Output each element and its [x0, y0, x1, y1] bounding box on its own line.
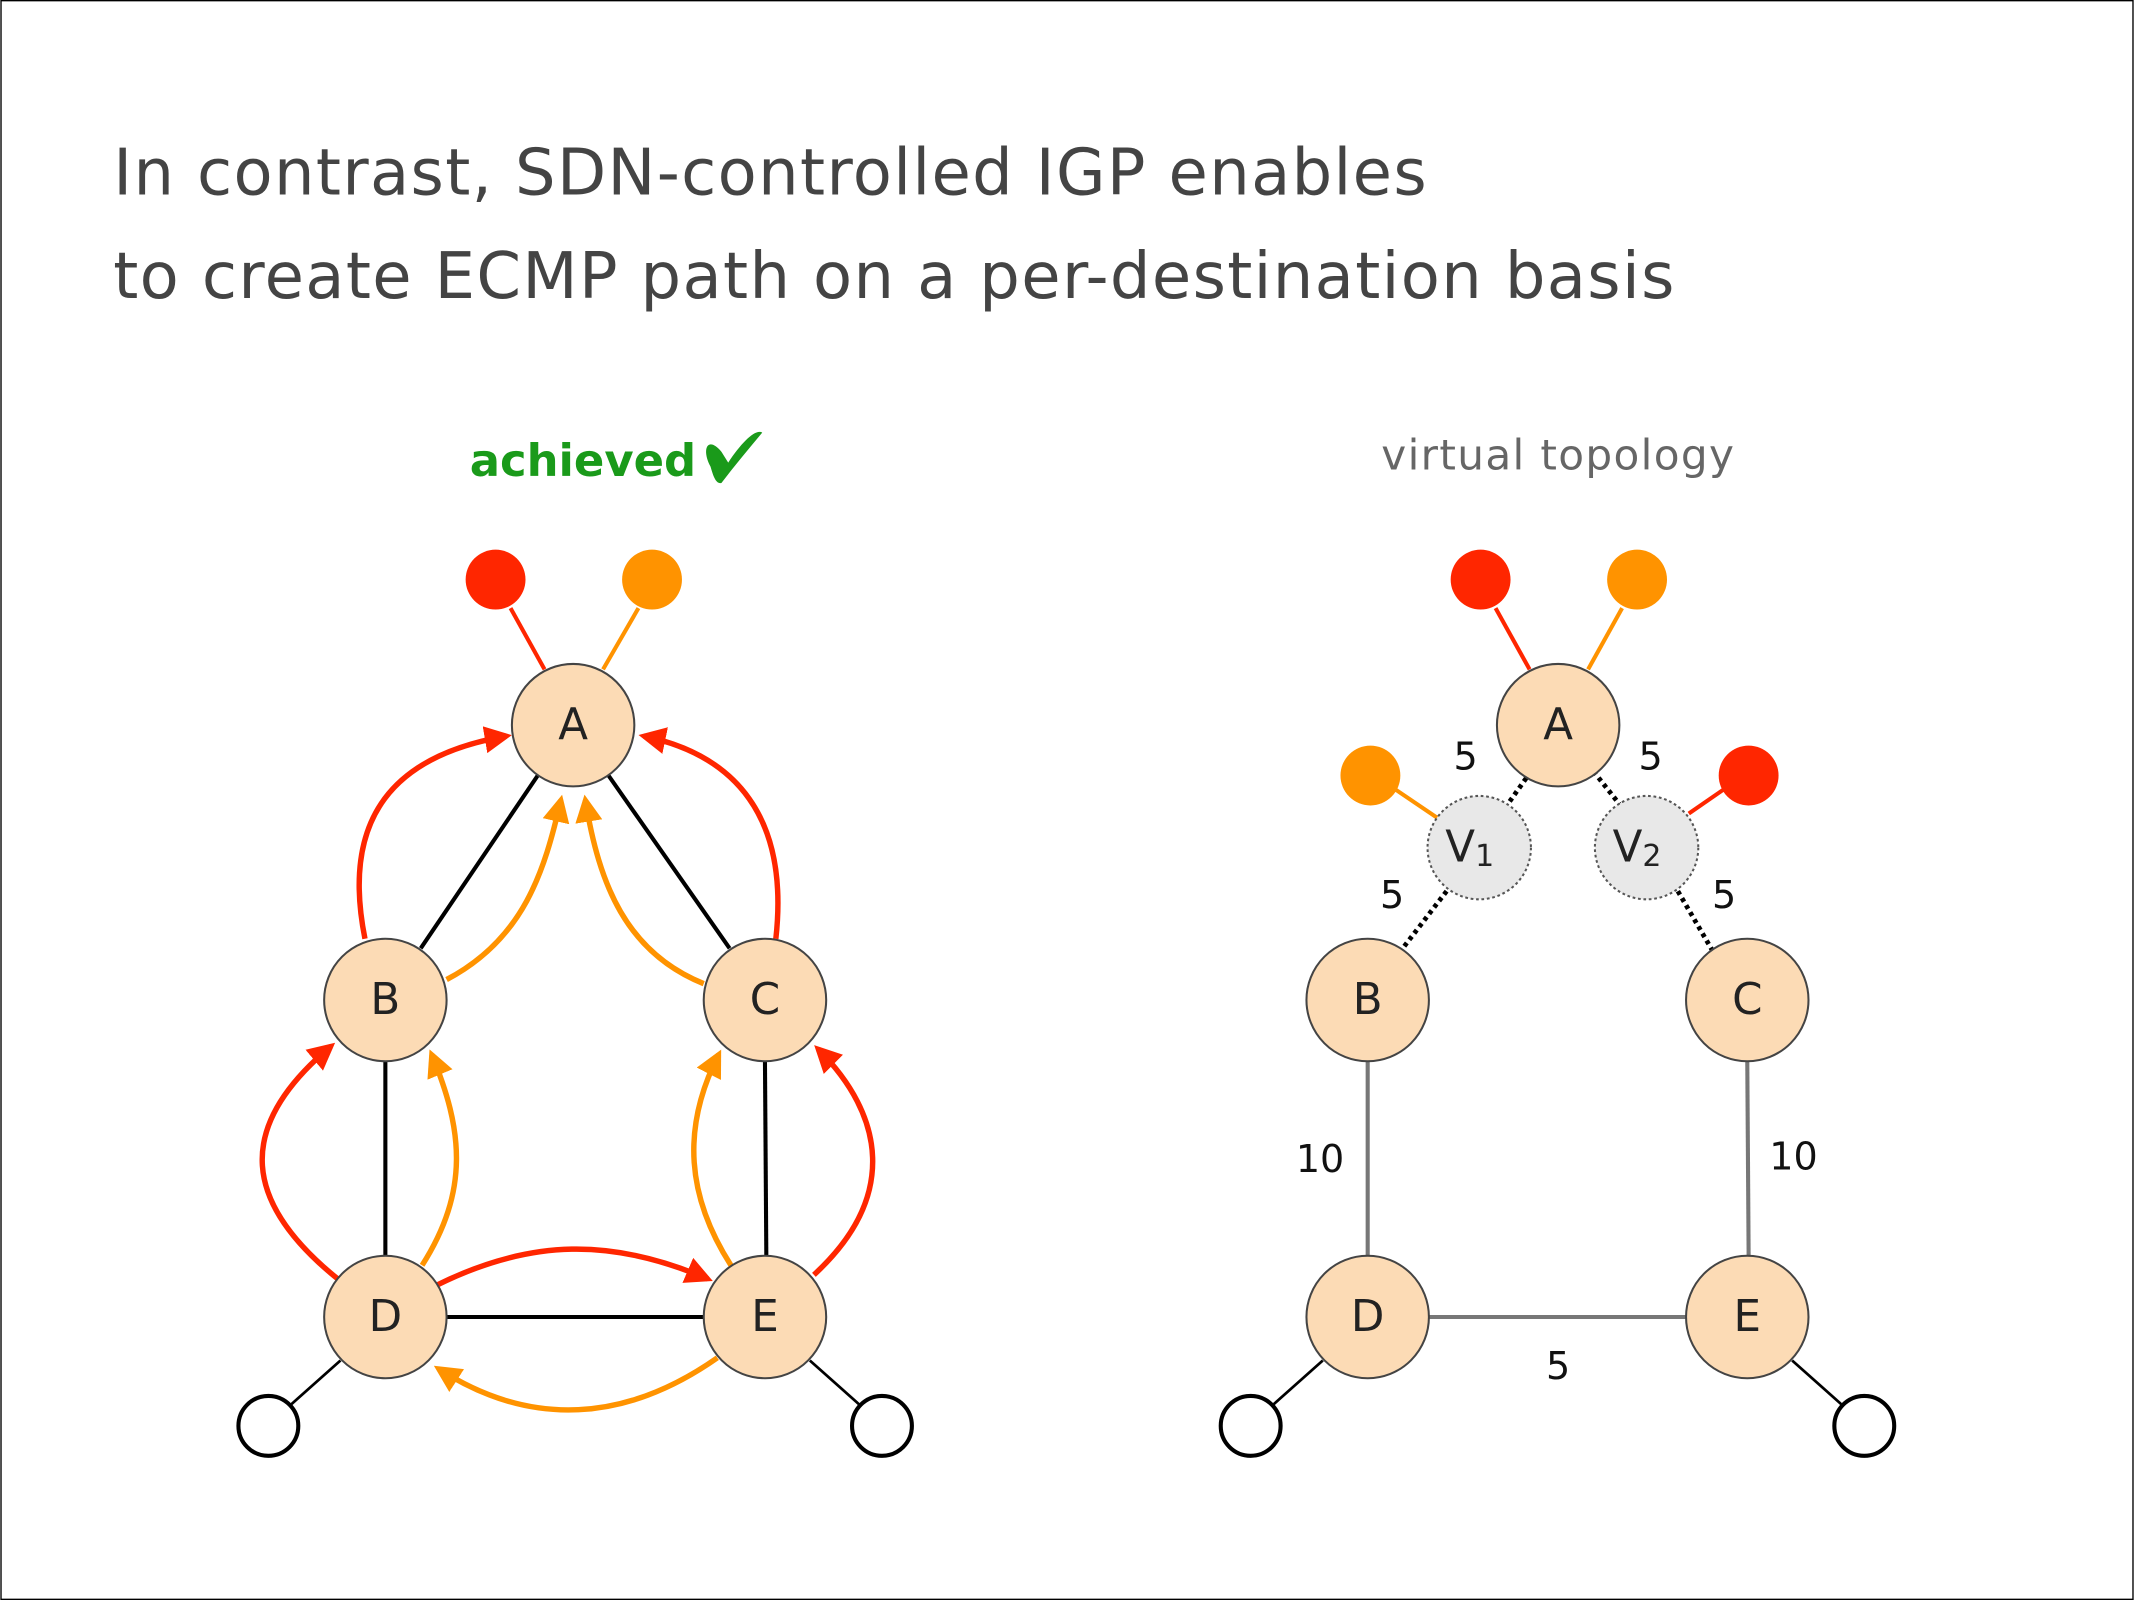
node-a: A [1495, 662, 1621, 788]
arrow-orange-c-a [575, 794, 705, 987]
weight-a-v1: 5 [1454, 734, 1478, 778]
arrow-red-d-b [259, 1042, 340, 1282]
node-d: D [1305, 1254, 1430, 1380]
host-left [236, 1393, 301, 1458]
virtual-topology-label: virtual topology [1381, 430, 1735, 479]
node-b: B [1305, 937, 1430, 1063]
virtual-node-v2: V2 [1593, 794, 1700, 901]
node-a: A [510, 662, 636, 788]
host-link [808, 1359, 860, 1406]
node-label: D [1351, 1292, 1385, 1342]
node-label: V2 [1613, 823, 1662, 874]
arrow-red-c-a [638, 727, 781, 940]
title-line-2: to create ECMP path on a per-destination… [113, 240, 1676, 314]
node-label: D [369, 1292, 403, 1342]
node-label: B [370, 975, 400, 1025]
physical-links [383, 774, 769, 1320]
node-c: C [1685, 937, 1810, 1063]
title-line-1: In contrast, SDN-controlled IGP enables [113, 137, 1428, 211]
weight-a-v2: 5 [1639, 734, 1663, 778]
orange-destination [1607, 549, 1667, 610]
arrow-red-b-a [356, 726, 512, 940]
node-e: E [702, 1254, 828, 1380]
node-label: A [558, 700, 588, 750]
orange-destination-virtual [1340, 745, 1401, 806]
weight-v1-b: 5 [1380, 873, 1404, 917]
host-left [1218, 1393, 1283, 1458]
node-label: C [750, 975, 780, 1025]
host-link [1272, 1359, 1324, 1406]
forwarding-arrows [259, 726, 876, 1413]
host-link [1791, 1359, 1843, 1406]
arrow-orange-b-a [445, 794, 570, 982]
weight-v2-c: 5 [1712, 873, 1736, 917]
host-link [601, 607, 641, 671]
node-c: C [702, 937, 828, 1063]
host-link [1393, 787, 1439, 820]
host-link [1586, 607, 1624, 671]
arrow-orange-e-c [691, 1049, 734, 1267]
host-link [1687, 787, 1726, 816]
node-label: C [1732, 975, 1762, 1025]
virtual-node-v1: V1 [1426, 794, 1532, 901]
red-destination [465, 549, 526, 610]
arrow-orange-d-b [419, 1049, 460, 1267]
red-destination [1450, 549, 1511, 610]
check-mark-icon [706, 431, 763, 484]
arrow-red-d-e [434, 1246, 713, 1289]
node-e: E [1685, 1254, 1810, 1380]
node-b: B [323, 937, 448, 1063]
red-destination-virtual [1718, 745, 1779, 806]
arrow-red-e-c [812, 1045, 876, 1277]
weight-c-e: 10 [1769, 1134, 1817, 1178]
node-d: D [323, 1254, 448, 1380]
physical-links [1365, 1061, 1751, 1320]
host-right [849, 1393, 914, 1458]
host-link [1493, 607, 1532, 671]
orange-destination [622, 549, 682, 610]
node-label: B [1353, 975, 1383, 1025]
virtual-links [1399, 769, 1714, 952]
node-label: E [751, 1292, 779, 1342]
weight-b-d: 10 [1296, 1137, 1344, 1181]
left-diagram: achieved A B C [236, 431, 914, 1458]
achieved-label: achieved [470, 434, 696, 487]
host-link [290, 1359, 342, 1406]
node-label: V1 [1445, 823, 1494, 874]
node-label: A [1543, 700, 1573, 750]
host-right [1832, 1393, 1897, 1458]
right-diagram: virtual topology 5 5 5 5 10 10 5 V1 [1218, 430, 1897, 1458]
arrow-orange-e-d [433, 1355, 719, 1413]
node-label: E [1734, 1292, 1762, 1342]
weight-d-e: 5 [1546, 1344, 1570, 1388]
host-link [508, 607, 547, 671]
